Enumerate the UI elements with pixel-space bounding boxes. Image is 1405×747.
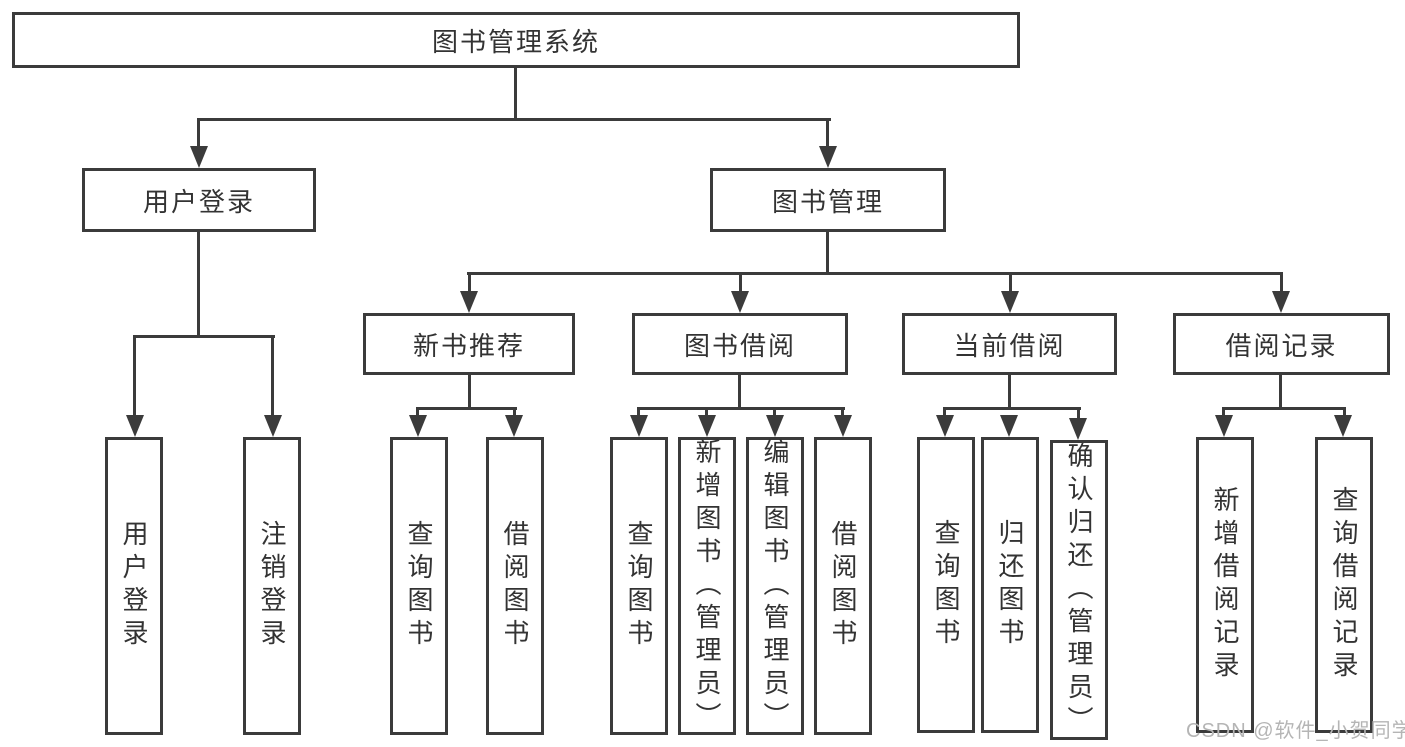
leaf-label: 借阅图书: [500, 520, 530, 652]
connector-line: [1222, 407, 1225, 419]
leaf-query-borrow-record: 查询借阅记录: [1315, 437, 1373, 733]
arrowhead-down: [834, 415, 852, 437]
connector-line: [826, 118, 829, 150]
connector-line: [133, 335, 275, 338]
connector-line: [1008, 375, 1011, 410]
arrowhead-down: [126, 415, 144, 437]
node-book-borrowing: 图书借阅: [632, 313, 848, 375]
arrowhead-down: [460, 291, 478, 313]
connector-line: [1009, 272, 1012, 294]
leaf-label: 查询图书: [404, 520, 434, 652]
connector-line: [513, 407, 516, 419]
node-label: 图书借阅: [683, 330, 796, 361]
arrowhead-down: [630, 415, 648, 437]
arrowhead-down: [1334, 415, 1352, 437]
leaf-label: 查询借阅记录: [1329, 486, 1359, 684]
leaf-borrow-books: 借阅图书: [814, 437, 872, 735]
connector-line: [197, 118, 200, 150]
connector-line: [467, 272, 1283, 275]
leaf-label: 新增借阅记录: [1210, 486, 1240, 684]
leaf-label: 查询图书: [624, 520, 654, 652]
connector-line: [468, 272, 471, 294]
node-label: 图书管理系统: [431, 26, 600, 57]
node-book-management: 图书管理: [710, 168, 946, 232]
connector-line: [637, 407, 845, 410]
connector-line: [739, 272, 742, 294]
connector-line: [416, 407, 419, 419]
node-label: 当前借阅: [953, 330, 1066, 361]
connector-line: [826, 232, 829, 275]
node-borrowing-records: 借阅记录: [1173, 313, 1390, 375]
connector-line: [271, 335, 274, 419]
node-user-login: 用户登录: [82, 168, 316, 232]
leaf-label: 查询图书: [931, 519, 961, 651]
connector-line: [133, 335, 136, 419]
arrowhead-down: [698, 415, 716, 437]
leaf-label: 注销登录: [257, 520, 287, 652]
arrowhead-down: [505, 415, 523, 437]
leaf-user-login: 用户登录: [105, 437, 163, 735]
leaf-edit-books-admin: 编辑图书（管理员）: [746, 437, 804, 735]
leaf-label: 归还图书: [995, 519, 1025, 651]
connector-line: [943, 407, 1081, 410]
node-label: 新书推荐: [412, 330, 525, 361]
arrowhead-down: [1001, 291, 1019, 313]
connector-line: [1280, 272, 1283, 294]
connector-line: [1343, 407, 1346, 419]
arrowhead-down: [936, 415, 954, 437]
arrowhead-down: [766, 415, 784, 437]
leaf-add-borrow-record: 新增借阅记录: [1196, 437, 1254, 733]
connector-line: [1077, 407, 1080, 422]
connector-line: [416, 407, 517, 410]
leaf-label: 借阅图书: [828, 520, 858, 652]
connector-line: [1279, 375, 1282, 410]
leaf-label: 确认归还（管理员）: [1064, 441, 1094, 739]
arrowhead-down: [264, 415, 282, 437]
node-current-borrowing: 当前借阅: [902, 313, 1117, 375]
connector-line: [841, 407, 844, 419]
connector-line: [943, 407, 946, 419]
leaf-logout: 注销登录: [243, 437, 301, 735]
leaf-query-books-current: 查询图书: [917, 437, 975, 733]
node-label: 图书管理: [771, 186, 884, 217]
leaf-query-books-borrow: 查询图书: [610, 437, 668, 735]
leaf-confirm-return-admin: 确认归还（管理员）: [1050, 440, 1108, 740]
connector-line: [514, 68, 517, 121]
connector-line: [705, 407, 708, 419]
arrowhead-down: [190, 146, 208, 168]
arrowhead-down: [1000, 415, 1018, 437]
node-label: 借阅记录: [1225, 330, 1338, 361]
node-new-book-recommend: 新书推荐: [363, 313, 575, 375]
connector-line: [1222, 407, 1346, 410]
arrowhead-down: [409, 415, 427, 437]
leaf-query-books-recommend: 查询图书: [390, 437, 448, 735]
leaf-add-books-admin: 新增图书（管理员）: [678, 437, 736, 735]
leaf-label: 新增图书（管理员）: [692, 437, 722, 735]
leaf-label: 编辑图书（管理员）: [760, 437, 790, 735]
arrowhead-down: [731, 291, 749, 313]
csdn-watermark: CSDN @软件_小贺同学: [1186, 720, 1405, 742]
node-library-management-system: 图书管理系统: [12, 12, 1020, 68]
connector-line: [468, 375, 471, 410]
arrowhead-down: [1069, 418, 1087, 440]
arrowhead-down: [1272, 291, 1290, 313]
connector-line: [637, 407, 640, 419]
connector-line: [197, 118, 831, 121]
leaf-label: 用户登录: [119, 520, 149, 652]
node-label: 用户登录: [142, 186, 255, 217]
connector-line: [738, 375, 741, 410]
leaf-return-books: 归还图书: [981, 437, 1039, 733]
arrowhead-down: [1215, 415, 1233, 437]
connector-line: [197, 232, 200, 338]
arrowhead-down: [819, 146, 837, 168]
leaf-borrow-books-recommend: 借阅图书: [486, 437, 544, 735]
connector-line: [773, 407, 776, 419]
